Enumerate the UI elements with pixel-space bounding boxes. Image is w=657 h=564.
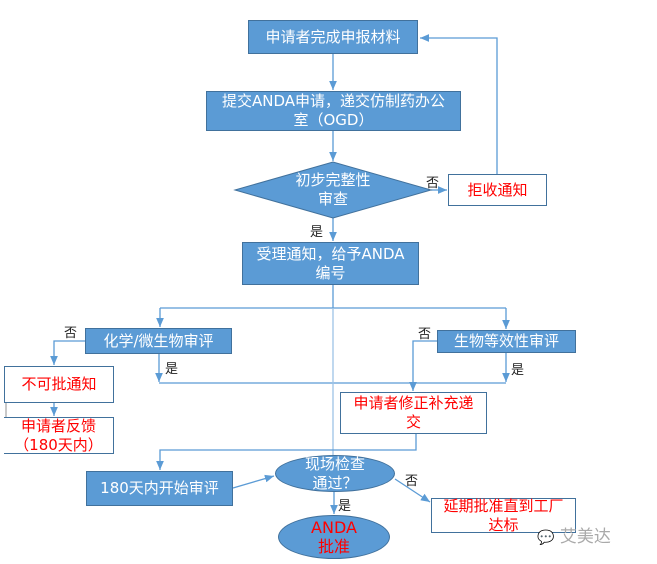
no-label: 否	[64, 326, 78, 341]
submit-materials-node: 申请者完成申报材料	[248, 20, 418, 54]
chem-review-node: 化学/微生物审评	[85, 328, 232, 354]
yes-label: 是	[310, 225, 324, 240]
no-label: 否	[405, 474, 419, 489]
submit-anda-node: 提交ANDA申请，递交仿制药办公室（OGD）	[206, 91, 461, 131]
anda-approved-node: ANDA批准	[278, 515, 390, 559]
initial-review-node: 初步完整性审查	[295, 171, 371, 208]
not-approvable-node: 不可批通知	[4, 366, 114, 403]
no-label: 否	[426, 176, 440, 191]
yes-label: 是	[338, 499, 352, 514]
wechat-icon: 💬	[537, 530, 555, 546]
start-review-node: 180天内开始审评	[86, 471, 233, 506]
no-label: 否	[418, 327, 432, 342]
delay-approval-node: 延期批准直到工厂达标	[431, 497, 576, 534]
applicant-feedback-node: 申请者反馈（180天内）	[4, 417, 114, 454]
watermark: 💬 艾美达	[537, 522, 611, 547]
site-inspection-node: 现场检查通过？	[275, 455, 395, 492]
reject-node: 拒收通知	[448, 174, 547, 206]
watermark-text: 艾美达	[559, 527, 611, 547]
yes-label: 是	[165, 362, 179, 377]
applicant-revise-node: 申请者修正补充递交	[340, 392, 487, 434]
bio-review-node: 生物等效性审评	[437, 330, 576, 353]
yes-label: 是	[511, 363, 525, 378]
acceptance-node: 受理通知，给予ANDA编号	[242, 242, 419, 285]
